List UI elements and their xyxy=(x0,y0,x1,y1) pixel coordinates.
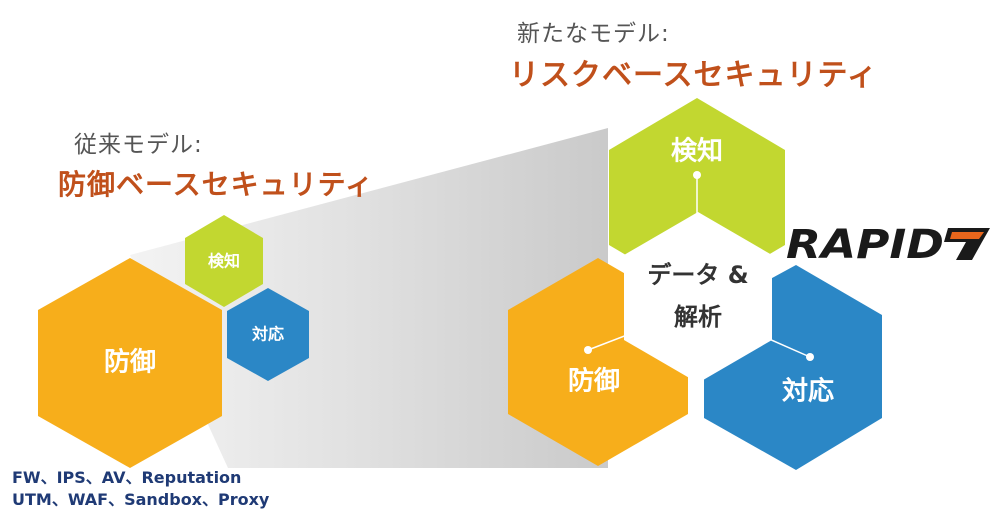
legacy-technologies-line1: FW、IPS、AV、Reputation xyxy=(12,468,242,487)
legacy-technologies-line2: UTM、WAF、Sandbox、Proxy xyxy=(12,490,270,509)
data-analytics-label-line1: データ & xyxy=(647,261,748,289)
new-detect-label: 検知 xyxy=(671,137,723,167)
legacy-respond-hexagon xyxy=(227,288,309,381)
legacy-protect-label: 防御 xyxy=(104,347,156,378)
data-analytics-label-line2: 解析 xyxy=(674,303,722,331)
legacy-detect-hexagon xyxy=(185,215,263,307)
svg-text:RAPID: RAPID xyxy=(786,222,944,268)
rapid7-seven-accent xyxy=(950,232,984,239)
new-model-title: リスクベースセキュリティ xyxy=(509,58,878,93)
old-model-subtitle: 従来モデル: xyxy=(74,132,203,158)
projection-beam xyxy=(130,128,608,468)
legacy-respond-label: 対応 xyxy=(251,325,284,344)
protect-connector-dot xyxy=(584,346,592,354)
legacy-technologies-list: FW、IPS、AV、Reputation UTM、WAF、Sandbox、Pro… xyxy=(12,467,269,511)
old-model-title: 防御ベースセキュリティ xyxy=(58,168,374,201)
protect-connector xyxy=(587,329,641,351)
respond-connector xyxy=(759,334,811,358)
new-protect-label: 防御 xyxy=(568,366,620,397)
legacy-detect-label: 検知 xyxy=(208,252,240,271)
rapid7-logo: RAPID xyxy=(786,222,990,268)
new-model-subtitle: 新たなモデル: xyxy=(517,21,670,47)
data-analytics-hexagon xyxy=(624,212,772,383)
detect-connector-dot xyxy=(693,171,701,179)
legacy-protect-hexagon xyxy=(38,258,222,468)
respond-connector-dot xyxy=(806,353,814,361)
new-respond-label: 対応 xyxy=(782,376,834,407)
